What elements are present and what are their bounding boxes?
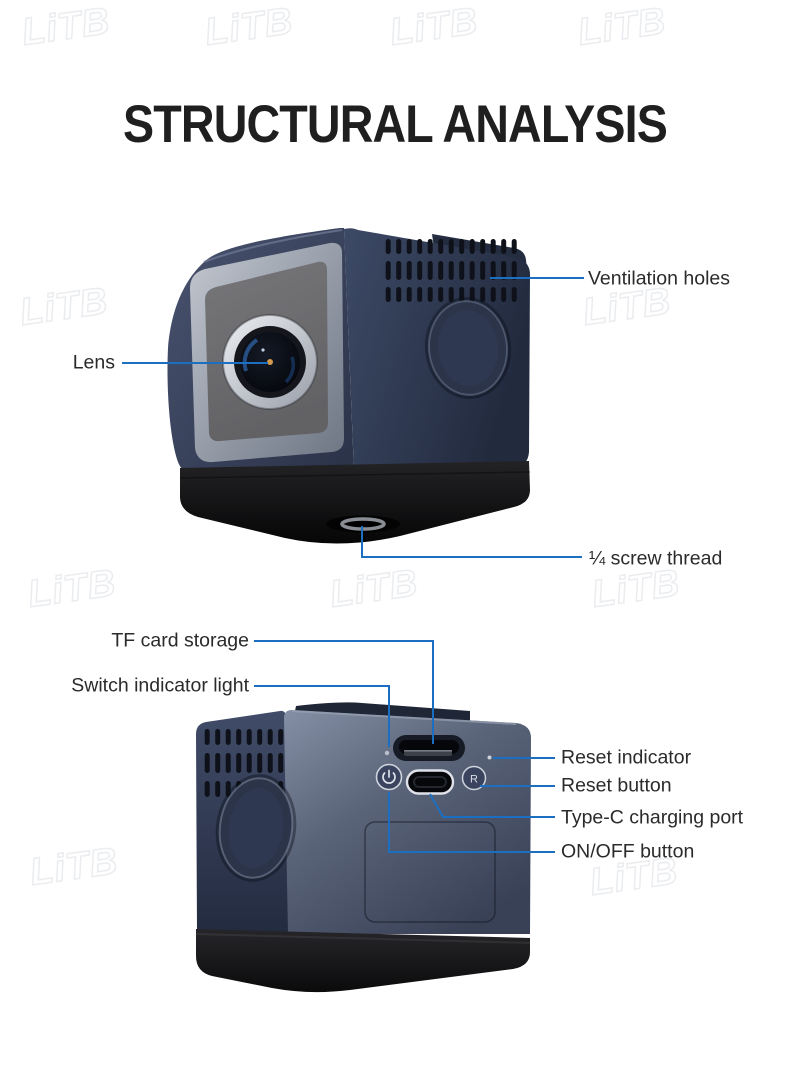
label-switch-indicator-light: Switch indicator light — [71, 674, 249, 697]
camera-base — [196, 929, 530, 993]
reset-indicator-light — [487, 755, 492, 760]
label-lens: Lens — [72, 351, 115, 374]
watermark: LiTB — [19, 0, 114, 55]
label-reset-indicator: Reset indicator — [561, 746, 692, 769]
camera-front-view — [167, 228, 531, 544]
base-seam — [195, 933, 531, 944]
label-on-off-button: ON/OFF button — [561, 840, 695, 863]
base-seam — [179, 471, 531, 479]
reset-button-letter: R — [470, 774, 478, 786]
label-ventilation-holes: Ventilation holes — [588, 267, 731, 290]
page-title: STRUCTURAL ANALYSIS — [123, 94, 668, 154]
reset-button-graphic: R — [461, 765, 487, 791]
watermark: LiTB — [387, 0, 482, 55]
watermark: LiTB — [202, 0, 297, 55]
camera-base — [180, 461, 530, 544]
label-tf-card-storage: TF card storage — [111, 629, 249, 652]
side-button — [215, 774, 297, 882]
watermark: LiTB — [17, 279, 112, 334]
watermark: LiTB — [327, 561, 422, 616]
side-button — [424, 297, 512, 399]
screw-thread-hole — [326, 515, 400, 533]
label-screw-thread: ¼ screw thread — [589, 547, 723, 570]
label-type-c-charging-port: Type-C charging port — [561, 806, 744, 829]
tf-card-slot — [393, 735, 465, 761]
label-reset-button: Reset button — [561, 774, 672, 797]
watermark: LiTB — [575, 0, 670, 55]
switch-indicator-light — [384, 750, 390, 756]
camera-back-view: R — [195, 702, 531, 993]
type-c-port — [405, 769, 455, 795]
lens — [222, 314, 318, 410]
edge-highlight — [203, 229, 343, 263]
power-button-graphic — [375, 763, 403, 791]
power-icon — [382, 769, 396, 784]
watermark: LiTB — [27, 839, 122, 894]
watermark: LiTB — [25, 561, 120, 616]
ventilation-holes — [383, 237, 517, 307]
